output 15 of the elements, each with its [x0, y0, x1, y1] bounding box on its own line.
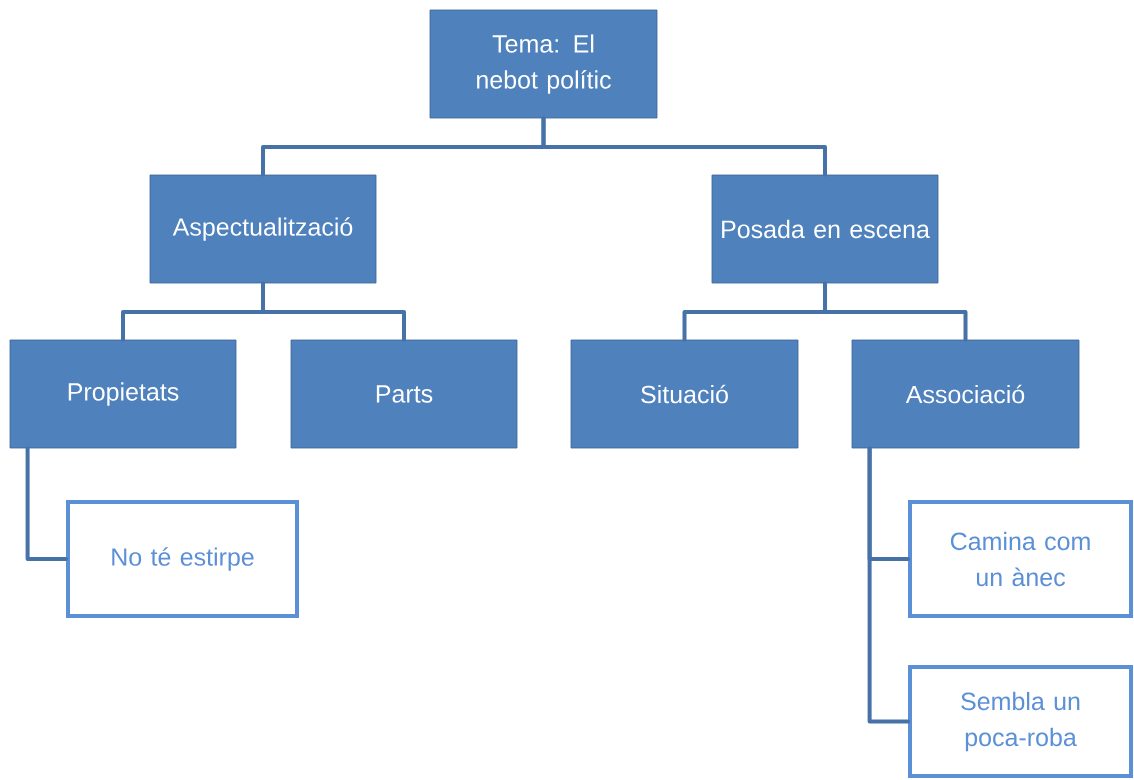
note-box: Camina com un ànec [908, 500, 1133, 618]
note-box: No té estirpe [66, 500, 299, 618]
connector-line [261, 281, 406, 342]
connector-line [541, 116, 827, 177]
process-box: Posada en escena [711, 174, 939, 284]
connector-line [867, 446, 910, 724]
process-box: Tema: El nebot polític [429, 9, 658, 119]
note-box: Sembla un poca-roba [908, 665, 1133, 778]
process-box: Situació [570, 339, 799, 449]
process-box: Parts [290, 339, 518, 449]
connector-line [823, 281, 968, 342]
connector-line [25, 446, 68, 561]
process-box: Propietats [9, 339, 237, 449]
process-box: Aspectualització [149, 174, 377, 284]
process-box: Associació [851, 339, 1080, 449]
